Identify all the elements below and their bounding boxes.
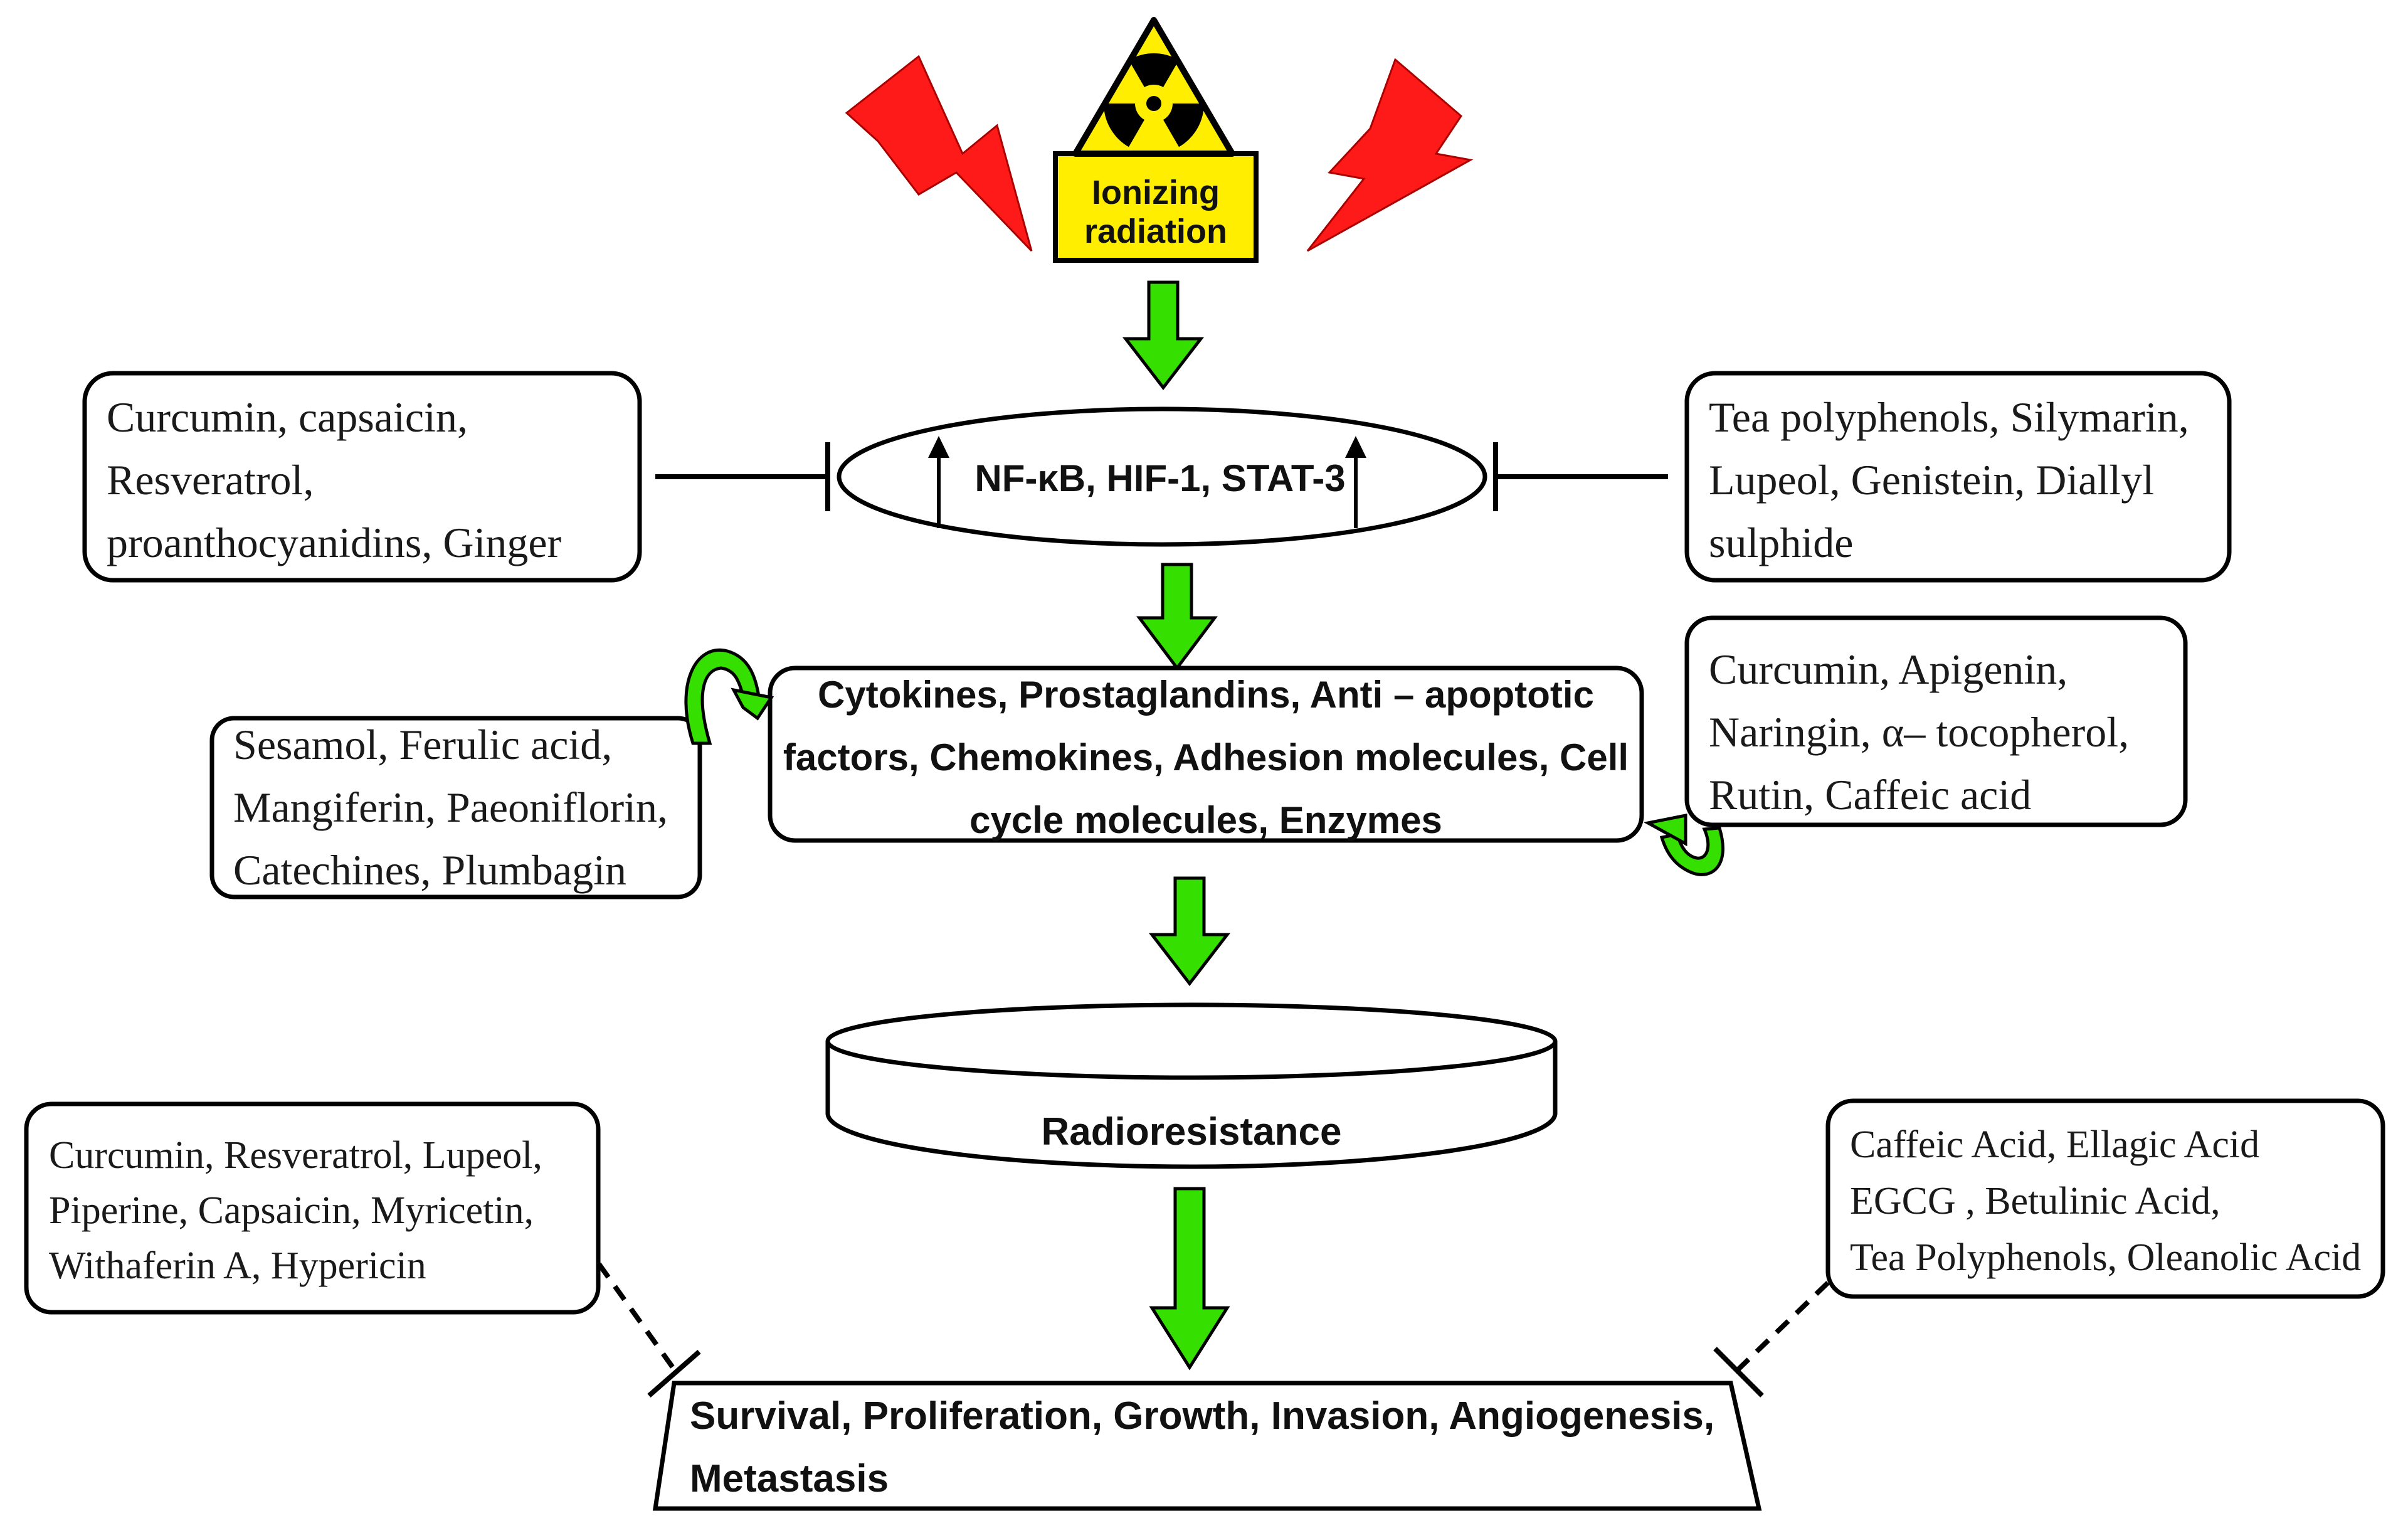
right-inhibition-bar-icon bbox=[1493, 442, 1668, 511]
right-inhibitor-box-2 bbox=[1684, 615, 2188, 827]
up-arrow-right-icon bbox=[1345, 436, 1366, 528]
radioresistance-label: Radioresistance bbox=[1042, 1110, 1342, 1154]
left-inhibition-bar-icon bbox=[655, 442, 830, 511]
left-dashed-inhibition-icon bbox=[596, 1262, 701, 1398]
left-box-3-line3: Withaferin A, Hypericin bbox=[49, 1244, 426, 1287]
cytokines-line1: Cytokines, Prostaglandins, Anti – apopto… bbox=[818, 674, 1594, 716]
outcome-trapezoid bbox=[652, 1381, 1762, 1511]
sign-text-line1: Ionizing bbox=[1092, 174, 1220, 211]
nfkb-ellipse bbox=[837, 406, 1487, 547]
left-box-3-line1: Curcumin, Resveratrol, Lupeol, bbox=[49, 1134, 542, 1177]
right-dashed-inhibition-icon bbox=[1713, 1281, 1830, 1398]
sign-text-line2: radiation bbox=[1084, 213, 1227, 250]
right-inhibitor-box-1 bbox=[1684, 371, 2232, 583]
left-box-1-line1: Curcumin, capsaicin, bbox=[107, 393, 468, 441]
radioresistance-cylinder bbox=[825, 1002, 1558, 1169]
right-lightning-bolt-icon bbox=[1306, 58, 1474, 252]
left-lightning-bolt-icon bbox=[845, 55, 1033, 252]
flow-arrow-1-icon bbox=[1122, 280, 1205, 391]
outcome-line2: Metastasis bbox=[690, 1457, 889, 1500]
radiation-hazard-icon bbox=[1053, 17, 1259, 263]
right-inhibitor-box-3 bbox=[1825, 1098, 2385, 1299]
right-box-1-line3: sulphide bbox=[1709, 519, 1853, 566]
left-inhibitor-box-2 bbox=[209, 716, 702, 899]
right-box-2-line1: Curcumin, Apigenin, bbox=[1709, 645, 2067, 693]
left-box-3-line2: Piperine, Capsaicin, Myricetin, bbox=[49, 1189, 534, 1232]
left-box-2-line1: Sesamol, Ferulic acid, bbox=[233, 721, 612, 768]
nfkb-label: NF-κB, HIF-1, STAT-3 bbox=[974, 457, 1345, 499]
left-box-2-line2: Mangiferin, Paeoniflorin, bbox=[233, 783, 668, 831]
right-box-1-line2: Lupeol, Genistein, Diallyl bbox=[1709, 456, 2154, 504]
flow-arrow-4-icon bbox=[1149, 1187, 1230, 1371]
right-box-3-line3: Tea Polyphenols, Oleanolic Acid bbox=[1850, 1236, 2361, 1279]
right-box-2-line3: Rutin, Caffeic acid bbox=[1709, 771, 2031, 819]
left-box-1-line2: Resveratrol, bbox=[107, 456, 314, 504]
left-box-1-line3: proanthocyanidins, Ginger bbox=[107, 519, 562, 566]
cytokines-box bbox=[768, 666, 1644, 843]
left-curved-arrow-icon bbox=[684, 648, 774, 745]
cytokines-line2: factors, Chemokines, Adhesion molecules,… bbox=[783, 736, 1629, 778]
flow-arrow-3-icon bbox=[1148, 876, 1231, 987]
left-inhibitor-box-1 bbox=[82, 371, 642, 583]
outcome-line1: Survival, Proliferation, Growth, Invasio… bbox=[690, 1394, 1714, 1438]
right-curved-arrow-icon bbox=[1643, 813, 1724, 876]
right-box-2-line2: Naringin, α– tocopherol, bbox=[1709, 708, 2129, 756]
left-inhibitor-box-3 bbox=[24, 1101, 601, 1315]
left-box-2-line3: Catechines, Plumbagin bbox=[233, 846, 626, 894]
up-arrow-left-icon bbox=[928, 436, 949, 528]
right-box-3-line1: Caffeic Acid, Ellagic Acid bbox=[1850, 1123, 2259, 1166]
cytokines-line3: cycle molecules, Enzymes bbox=[969, 799, 1442, 841]
right-box-3-line2: EGCG , Betulinic Acid, bbox=[1850, 1180, 2221, 1223]
flow-arrow-2-icon bbox=[1136, 563, 1218, 671]
right-box-1-line1: Tea polyphenols, Silymarin, bbox=[1709, 393, 2189, 441]
